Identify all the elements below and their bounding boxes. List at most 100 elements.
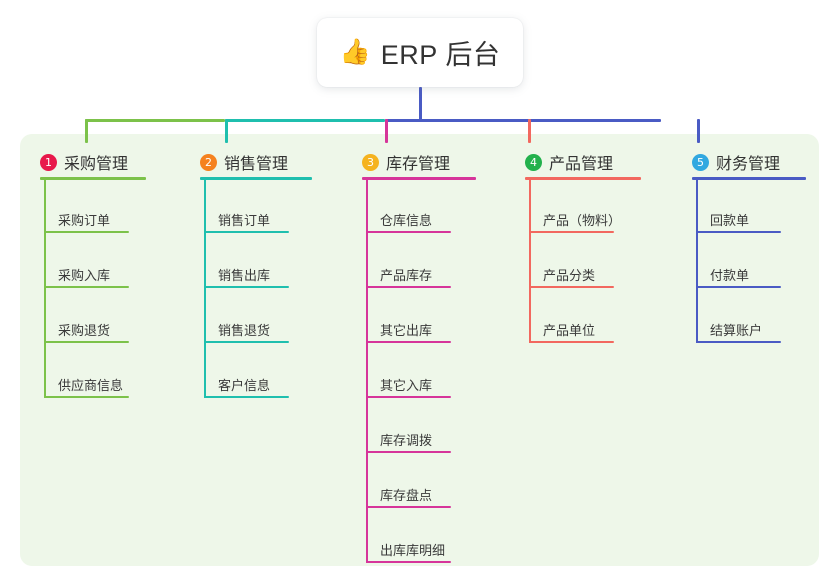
leaf-node[interactable]: 结算账户 [696, 320, 781, 343]
column-header-rule [525, 177, 641, 180]
leaf-node[interactable]: 销售订单 [204, 210, 289, 233]
number-badge-icon: 4 [525, 153, 542, 171]
leaf-node-rule [204, 231, 289, 233]
column-spine [366, 180, 368, 563]
column-header-2[interactable]: 2 销售管理 [200, 150, 288, 174]
leaf-node[interactable]: 仓库信息 [366, 210, 451, 233]
column-header-rule [200, 177, 312, 180]
leaf-node-rule [44, 231, 129, 233]
leaf-node[interactable]: 付款单 [696, 265, 781, 288]
leaf-node[interactable]: 产品单位 [529, 320, 614, 343]
column-title: 产品管理 [549, 156, 614, 173]
leaf-node[interactable]: 产品库存 [366, 265, 451, 288]
leaf-node[interactable]: 采购退货 [44, 320, 129, 343]
leaf-node-label: 库存盘点 [380, 488, 433, 503]
leaf-node[interactable]: 产品（物料） [529, 210, 621, 233]
leaf-node-label: 回款单 [710, 213, 750, 228]
leaf-node-rule [696, 231, 781, 233]
connector-drop-1 [85, 119, 88, 143]
leaf-node-rule [44, 396, 129, 398]
column-header-5[interactable]: 5 财务管理 [692, 150, 780, 174]
leaf-node-rule [529, 231, 614, 233]
leaf-node-rule [44, 286, 129, 288]
root-node-card[interactable]: 👍 ERP 后台 [317, 18, 523, 87]
column-title: 销售管理 [224, 156, 289, 173]
leaf-node-rule [366, 341, 451, 343]
connector-bus-segment-3 [385, 119, 661, 122]
leaf-node-label: 产品库存 [380, 268, 433, 283]
leaf-node-label: 结算账户 [710, 323, 763, 338]
leaf-node-label: 仓库信息 [380, 213, 433, 228]
connector-bus-segment-2 [225, 119, 385, 122]
leaf-node[interactable]: 采购订单 [44, 210, 129, 233]
column-spine [44, 180, 46, 398]
leaf-node-label: 客户信息 [218, 378, 271, 393]
root-node-title: ERP 后台 [380, 40, 501, 70]
leaf-node[interactable]: 采购入库 [44, 265, 129, 288]
leaf-node-label: 采购退货 [58, 323, 111, 338]
column-title: 库存管理 [386, 156, 451, 173]
connector-drop-3 [385, 119, 388, 143]
leaf-node-label: 采购订单 [58, 213, 111, 228]
column-spine [204, 180, 206, 398]
leaf-node[interactable]: 产品分类 [529, 265, 614, 288]
leaf-node-rule [366, 561, 451, 563]
leaf-node[interactable]: 销售退货 [204, 320, 289, 343]
thumbs-up-icon: 👍 [339, 38, 371, 66]
column-header-3[interactable]: 3 库存管理 [362, 150, 450, 174]
leaf-node[interactable]: 供应商信息 [44, 375, 129, 398]
leaf-node-rule [366, 506, 451, 508]
leaf-node-label: 库存调拨 [380, 433, 433, 448]
leaf-node[interactable]: 库存盘点 [366, 485, 451, 508]
leaf-node-label: 产品单位 [543, 323, 596, 338]
number-badge-icon: 2 [200, 153, 217, 171]
connector-bus-segment-1 [85, 119, 225, 122]
leaf-node-label: 其它出库 [380, 323, 433, 338]
column-title: 采购管理 [64, 156, 129, 173]
number-badge-icon: 5 [692, 153, 709, 171]
leaf-node-rule [204, 286, 289, 288]
connector-drop-5 [697, 119, 700, 143]
leaf-node[interactable]: 销售出库 [204, 265, 289, 288]
leaf-node[interactable]: 库存调拨 [366, 430, 451, 453]
leaf-node-label: 出库库明细 [380, 543, 446, 558]
leaf-node[interactable]: 回款单 [696, 210, 781, 233]
leaf-node-rule [366, 286, 451, 288]
column-spine [529, 180, 531, 343]
leaf-node-rule [696, 286, 781, 288]
leaf-node-rule [529, 286, 614, 288]
column-header-rule [40, 177, 146, 180]
number-badge-icon: 3 [362, 153, 379, 171]
leaf-node-label: 销售订单 [218, 213, 271, 228]
content-panel [20, 134, 819, 566]
leaf-node-rule [204, 341, 289, 343]
leaf-node-label: 销售出库 [218, 268, 271, 283]
leaf-node[interactable]: 其它入库 [366, 375, 451, 398]
leaf-node[interactable]: 其它出库 [366, 320, 451, 343]
column-header-4[interactable]: 4 产品管理 [525, 150, 613, 174]
column-title: 财务管理 [716, 156, 781, 173]
leaf-node-rule [366, 451, 451, 453]
column-header-rule [362, 177, 476, 180]
leaf-node-label: 其它入库 [380, 378, 433, 393]
leaf-node[interactable]: 出库库明细 [366, 540, 451, 563]
connector-drop-2 [225, 119, 228, 143]
leaf-node-label: 付款单 [710, 268, 750, 283]
leaf-node-label: 销售退货 [218, 323, 271, 338]
column-header-rule [692, 177, 806, 180]
connector-drop-4 [528, 119, 531, 143]
leaf-node-rule [44, 341, 129, 343]
leaf-node-label: 供应商信息 [58, 378, 124, 393]
leaf-node-label: 产品（物料） [543, 213, 622, 228]
leaf-node-rule [204, 396, 289, 398]
leaf-node-rule [696, 341, 781, 343]
column-spine [696, 180, 698, 343]
leaf-node-rule [366, 231, 451, 233]
leaf-node-label: 采购入库 [58, 268, 111, 283]
leaf-node-label: 产品分类 [543, 268, 596, 283]
leaf-node-rule [529, 341, 614, 343]
root-node-content: 👍 ERP 后台 [340, 33, 501, 72]
leaf-node[interactable]: 客户信息 [204, 375, 289, 398]
